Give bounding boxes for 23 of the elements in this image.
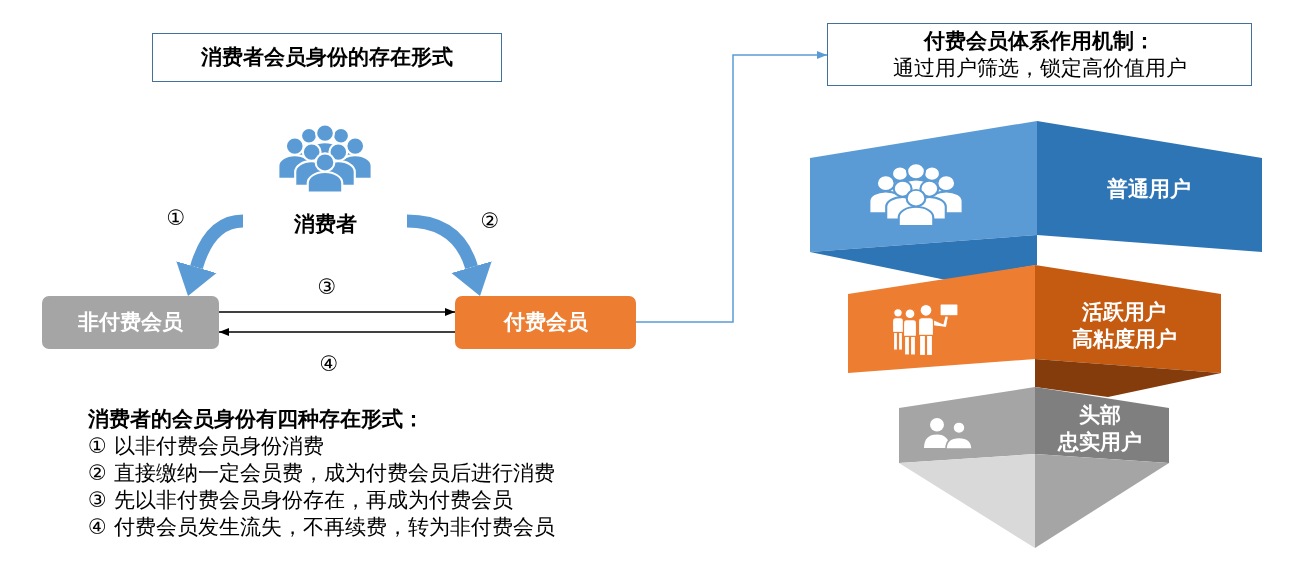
note-line: ③ 先以非付费会员身份存在，再成为付费会员 bbox=[88, 487, 513, 514]
note-heading: 消费者的会员身份有四种存在形式： bbox=[88, 406, 424, 433]
process-box bbox=[42, 296, 219, 349]
frame-text: 通过用户筛选，锁定高价值用户 bbox=[892, 54, 1187, 81]
arrow bbox=[218, 308, 456, 316]
heading-frame bbox=[152, 33, 502, 82]
callout-frame bbox=[827, 23, 1252, 86]
band-label: 普通用户 bbox=[1107, 175, 1191, 203]
note-line: ② 直接缴纳一定会员费，成为付费会员后进行消费 bbox=[88, 460, 555, 487]
arrow bbox=[635, 51, 828, 323]
node-label: 付费会员 bbox=[503, 309, 588, 336]
process-box bbox=[455, 296, 636, 349]
note-line: ④ 付费会员发生流失，不再续费，转为非付费会员 bbox=[88, 514, 555, 541]
band-label: 头部 bbox=[1079, 401, 1121, 429]
node-label: 消费者 bbox=[293, 210, 357, 238]
frame-heading: 消费者会员身份的存在形式 bbox=[201, 44, 453, 71]
note-line: ① 以非付费会员身份消费 bbox=[88, 433, 324, 460]
arrow bbox=[218, 328, 456, 336]
frame-heading: 付费会员体系作用机制： bbox=[924, 28, 1155, 55]
band-label: 高粘度用户 bbox=[1071, 325, 1177, 353]
band-label: 忠实用户 bbox=[1058, 428, 1142, 456]
band-label: 活跃用户 bbox=[1082, 298, 1166, 326]
node-label: 非付费会员 bbox=[78, 309, 183, 336]
